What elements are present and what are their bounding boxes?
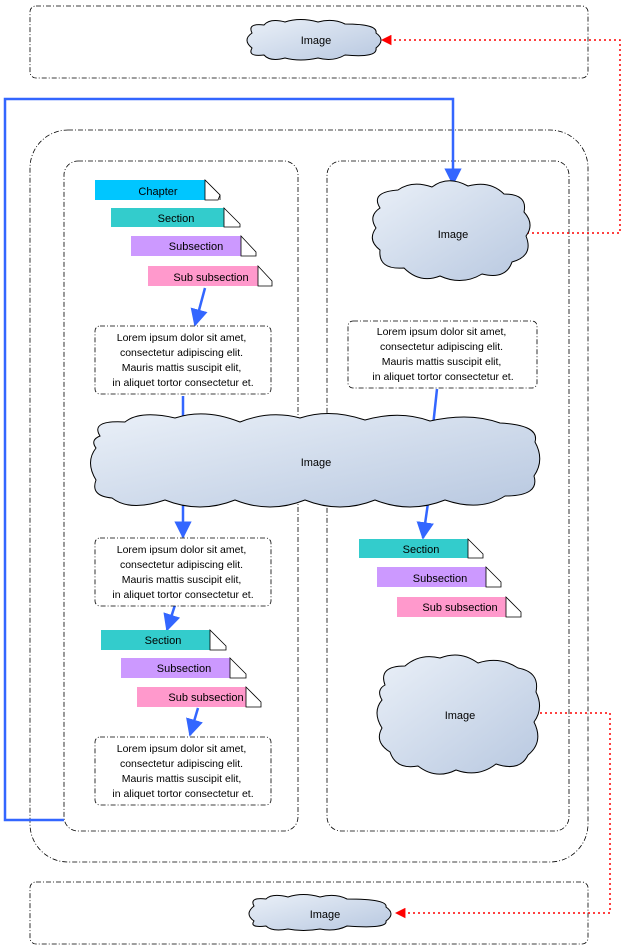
outer-loop-connector (3, 97, 462, 822)
doc-subsubsection-label: Sub subsection (173, 272, 248, 284)
doc-subsection-2-label: Subsection (157, 663, 211, 675)
main-container (29, 129, 589, 863)
svg-text:Lorem ipsum dolor sit amet,: Lorem ipsum dolor sit amet, consectetur … (112, 332, 253, 389)
text-line: Mauris mattis suscipit elit, (122, 362, 242, 374)
doc-chapter: Chapter (95, 179, 221, 201)
cloud-top: Image (246, 19, 382, 61)
text-line: Lorem ipsum dolor sit amet, (377, 326, 507, 338)
doc-right-subsection: Subsection (377, 566, 502, 588)
right-text-box-1: Lorem ipsum dolor sit amet, consectetur … (347, 320, 538, 389)
doc-section-label: Section (158, 213, 195, 225)
left-text-box-2: Lorem ipsum dolor sit amet, consectetur … (94, 537, 272, 607)
doc-subsubsection-2-label: Sub subsection (168, 692, 243, 704)
doc-right-subsubsection-label: Sub subsection (422, 602, 497, 614)
text-line: in aliquet tortor consectetur et. (112, 589, 253, 601)
doc-subsubsection: Sub subsection (148, 264, 273, 287)
cloud-bottom: Image (248, 894, 392, 931)
right-column-container (326, 160, 570, 832)
dotted-connector-bottom (394, 712, 611, 919)
left-arrow-3 (186, 707, 203, 737)
text-line: in aliquet tortor consectetur et. (112, 377, 253, 389)
doc-right-section: Section (359, 538, 484, 559)
text-line: Mauris mattis suscipit elit, (122, 574, 242, 586)
text-line: Lorem ipsum dolor sit amet, (117, 544, 247, 556)
cloud-right-lower-label: Image (445, 710, 476, 722)
top-container (29, 5, 589, 79)
doc-subsection-2: Subsection (121, 657, 247, 679)
left-arrow-2 (163, 604, 181, 632)
left-column-container (63, 160, 299, 832)
cloud-bottom-label: Image (310, 909, 341, 921)
cloud-center: Image (90, 412, 541, 508)
doc-right-subsection-label: Subsection (413, 573, 467, 585)
doc-section-2: Section (101, 629, 227, 651)
text-line: consectetur adipiscing elit. (120, 347, 243, 359)
svg-text:Lorem ipsum dolor sit amet,: Lorem ipsum dolor sit amet, consectetur … (112, 743, 253, 800)
text-line: consectetur adipiscing elit. (380, 341, 503, 353)
doc-subsection: Subsection (131, 234, 257, 257)
doc-right-section-label: Section (403, 544, 440, 556)
doc-subsection-label: Subsection (169, 241, 223, 253)
doc-section-2-label: Section (145, 635, 182, 647)
text-line: Mauris mattis suscipit elit, (382, 356, 502, 368)
doc-section: Section (111, 207, 241, 228)
text-line: consectetur adipiscing elit. (120, 559, 243, 571)
cloud-top-label: Image (301, 35, 332, 47)
svg-text:Lorem ipsum dolor sit amet,: Lorem ipsum dolor sit amet, consectetur … (372, 326, 513, 383)
text-line: consectetur adipiscing elit. (120, 758, 243, 770)
text-line: Lorem ipsum dolor sit amet, (117, 332, 247, 344)
left-arrow-1 (190, 287, 208, 327)
doc-chapter-label: Chapter (138, 186, 177, 198)
svg-text:Lorem ipsum dolor sit amet,: Lorem ipsum dolor sit amet, consectetur … (112, 544, 253, 601)
cloud-right-lower: Image (376, 654, 540, 775)
text-line: in aliquet tortor consectetur et. (372, 371, 513, 383)
text-line: in aliquet tortor consectetur et. (112, 788, 253, 800)
cloud-right-upper-label: Image (438, 229, 469, 241)
text-line: Mauris mattis suscipit elit, (122, 773, 242, 785)
doc-subsubsection-2: Sub subsection (137, 686, 262, 708)
cloud-right-upper: Image (371, 180, 531, 281)
text-line: Lorem ipsum dolor sit amet, (117, 743, 247, 755)
doc-right-subsubsection: Sub subsection (397, 596, 522, 618)
left-text-box-1: Lorem ipsum dolor sit amet, consectetur … (94, 325, 272, 395)
left-text-box-3: Lorem ipsum dolor sit amet, consectetur … (94, 736, 272, 806)
dotted-connector-top (380, 34, 621, 234)
cloud-center-label: Image (301, 457, 332, 469)
